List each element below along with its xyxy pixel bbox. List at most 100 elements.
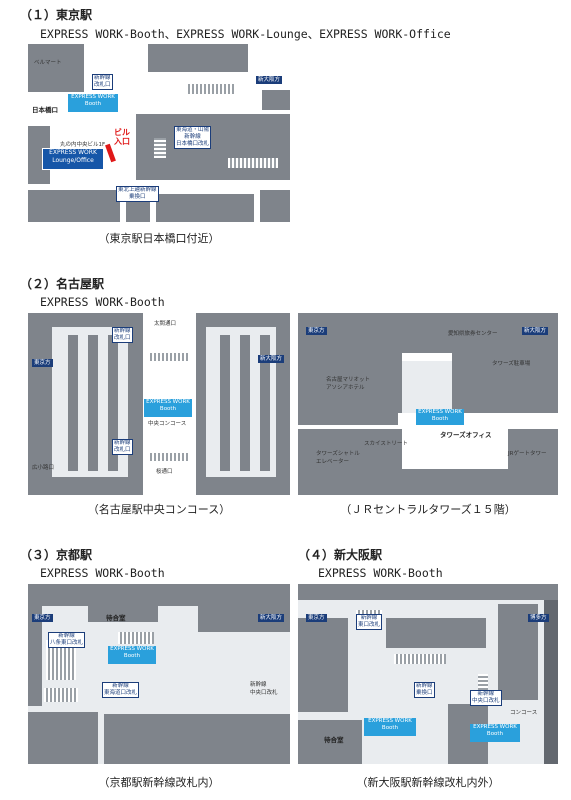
kyoto-tokyo-direction: 東京方	[32, 614, 53, 622]
concourse-label: コンコース	[510, 710, 538, 716]
tokyo-block	[148, 44, 248, 72]
nagoya-shinosaka-direction: 新大阪方	[258, 355, 285, 363]
tokyo-lounge-office[interactable]: EXPRESS WORK Lounge/Office	[42, 148, 104, 170]
nagoya-gate-tag: 新幹線 改札口	[112, 327, 133, 343]
towers-office-label: タワーズオフィス	[440, 431, 492, 439]
tokyo-nihonbashi-gate: 東海道・山陽 新幹線 日本橋口改札	[174, 126, 212, 149]
tokyo-block	[28, 44, 84, 92]
kyoto-block	[28, 584, 290, 606]
tokyo-shinosaka-direction: 新大阪方	[256, 76, 283, 84]
kyoto-block	[28, 712, 98, 764]
shinosaka-block	[298, 720, 362, 764]
sakuradori-exit-label: 桜通口	[156, 469, 173, 475]
nagoya-central-map: 東京方 新大阪方 太閤通口 桜通口 広小路口 新幹線 改札口 新幹線 改札口 E…	[28, 313, 290, 495]
shinosaka-stairs	[394, 654, 446, 664]
tower-block	[298, 429, 402, 469]
bellmart-label: ベルマート	[34, 60, 62, 66]
nagoya-tokyo-direction: 東京方	[32, 359, 53, 367]
kyoto-block	[104, 714, 290, 764]
tokyo-map: ベルマート 新幹線 改札口 日本橋口 EXPRESS WORK Booth 新大…	[28, 44, 290, 222]
jr-gate-tower-label: JRゲートタワー	[508, 451, 547, 457]
kyoto-stairs	[118, 632, 154, 644]
central-concourse-label: 中央コンコース	[148, 421, 187, 427]
caption-tokyo: （東京駅日本橋口付近）	[98, 232, 220, 245]
shinosaka-transfer-tag: 新幹線 乗換口	[414, 682, 435, 698]
section-subtitle-tokyo: EXPRESS WORK-Booth、EXPRESS WORK-Lounge、E…	[40, 27, 451, 41]
sky-street-label: スカイストリート	[364, 441, 408, 447]
kyoto-hachijo-gate: 新幹線 八条東口改札	[48, 632, 86, 648]
kyoto-map: 待合室 東京方 新大阪方 新幹線 八条東口改札 EXPRESS WORK Boo…	[28, 584, 290, 764]
tokyo-bottom-tag: 東北上越新幹線 乗換口	[116, 186, 159, 202]
section-subtitle-kyoto: EXPRESS WORK-Booth	[40, 566, 165, 580]
caption-nagoya-central: （名古屋駅中央コンコース）	[87, 503, 231, 516]
tower-block	[298, 469, 558, 495]
tower-block	[298, 313, 558, 353]
shinosaka-booth-1[interactable]: EXPRESS WORK Booth	[364, 718, 416, 736]
kyoto-waiting-room: 待合室	[106, 614, 126, 622]
tokyo-booth[interactable]: EXPRESS WORK Booth	[68, 94, 118, 112]
nagoya-platform	[68, 335, 78, 471]
caption-kyoto: （京都駅新幹線改札内）	[98, 776, 220, 789]
shinosaka-block	[298, 584, 558, 600]
tower-concourse	[402, 361, 452, 413]
shinosaka-block	[544, 600, 558, 764]
taikou-exit-label: 太閤通口	[154, 321, 177, 327]
towers-parking-label: タワーズ駐車場	[492, 361, 531, 367]
shinosaka-map: 東京方 博多方 新幹線 東口改札 新幹線 中央口改札 コンコース EXPRESS…	[298, 584, 558, 764]
tokyo-block	[156, 194, 254, 222]
tower-tokyo-direction: 東京方	[306, 327, 327, 335]
section-title-nagoya: （２）名古屋駅	[20, 277, 105, 291]
nihonbashi-label: 日本橋口	[32, 106, 58, 114]
caption-shinosaka: （新大阪駅新幹線改札内外）	[356, 776, 500, 789]
kyoto-shinosaka-direction: 新大阪方	[258, 614, 285, 622]
shinosaka-east-gate: 新幹線 東口改札	[356, 614, 383, 630]
section-subtitle-shinosaka: EXPRESS WORK-Booth	[318, 566, 443, 580]
kyoto-stairs	[44, 688, 78, 702]
nagoya-gate-tag: 新幹線 改札口	[112, 439, 133, 455]
tokyo-block	[262, 90, 290, 110]
tower-block	[298, 353, 402, 425]
nagoya-platform	[260, 335, 270, 471]
shuttle-elevator-label: タワーズシャトル エレベーター	[316, 451, 360, 465]
shinosaka-waiting-room: 待合室	[324, 736, 344, 744]
building-entrance-label: ビル 入口	[114, 128, 130, 146]
shinosaka-tokyo-direction: 東京方	[306, 614, 327, 622]
tower-booth[interactable]: EXPRESS WORK Booth	[416, 409, 464, 425]
hirokoji-exit-label: 広小路口	[32, 465, 55, 471]
nagoya-booth[interactable]: EXPRESS WORK Booth	[144, 399, 192, 417]
shinosaka-booth-2[interactable]: EXPRESS WORK Booth	[470, 724, 520, 742]
shinosaka-block	[298, 618, 348, 712]
section-title-tokyo: （１）東京駅	[20, 8, 93, 22]
nagoya-platform	[220, 335, 230, 471]
tokyo-small-tag: 新幹線 改札口	[92, 74, 113, 90]
kyoto-block	[88, 606, 158, 622]
hotel-label: 名古屋マリオット アソシアホテル	[326, 377, 371, 391]
section-title-shinosaka: （４）新大阪駅	[298, 548, 383, 562]
section-title-kyoto: （３）京都駅	[20, 548, 93, 562]
tower-block	[452, 353, 558, 413]
shinosaka-central-gate: 新幹線 中央口改札	[470, 690, 502, 706]
kyoto-central-gate: 新幹線 中央口改札	[250, 682, 278, 696]
kyoto-block	[28, 606, 42, 706]
nagoya-platform	[88, 335, 98, 471]
caption-nagoya-tower: （ＪＲセントラルタワーズ１５階）	[340, 503, 516, 516]
tokyo-stairs	[154, 138, 166, 158]
nagoya-stairs	[148, 353, 188, 361]
shinosaka-stairs	[478, 674, 488, 700]
passport-center-label: 愛知県旅券センター	[448, 331, 498, 337]
section-subtitle-nagoya: EXPRESS WORK-Booth	[40, 295, 165, 309]
shinosaka-hakata-direction: 博多方	[528, 614, 549, 622]
tokyo-stairs	[228, 158, 278, 168]
kyoto-booth[interactable]: EXPRESS WORK Booth	[108, 646, 156, 664]
kyoto-higashi-gate: 新幹線 東海道口改札	[102, 682, 140, 698]
tokyo-block	[28, 190, 120, 222]
nagoya-platform	[240, 335, 250, 471]
tokyo-block	[260, 190, 290, 222]
tokyo-building-label: 丸の内中央ビル1F	[60, 142, 106, 148]
nagoya-platform	[108, 335, 118, 471]
tokyo-stairs	[186, 84, 234, 94]
tower-block	[508, 429, 558, 469]
shinosaka-block	[386, 618, 486, 648]
tower-shinosaka-direction: 新大阪方	[522, 327, 549, 335]
nagoya-stairs	[148, 453, 188, 461]
